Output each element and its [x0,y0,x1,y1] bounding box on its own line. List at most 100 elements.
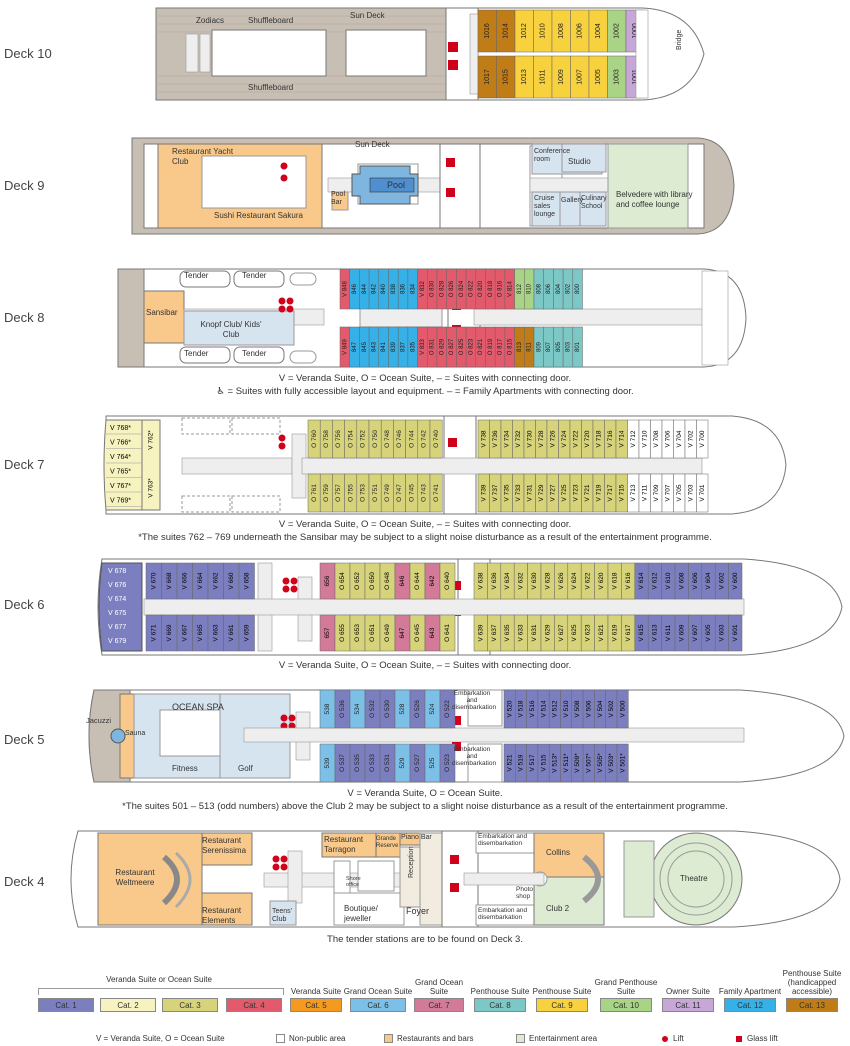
deck-8-caption-2: ♿ = Suites with fully accessible layout … [216,386,634,397]
cabin-number: 834 [410,283,416,294]
golf-label: Golf [238,764,253,773]
cabin-cell [238,614,255,652]
shore-office-label: Shore office [346,876,361,888]
cabin-number: V 731 [526,484,533,501]
club-2-label: Club 2 [546,904,570,913]
deck-8-caption-1: V = Veranda Suite, O = Ocean Suite, – = … [278,373,572,384]
cabin-number: V 617 [625,624,632,641]
legend-category-swatch: Cat. 10 [600,998,652,1012]
cabin-cell [439,562,456,600]
cabin-number: O 753 [360,484,367,502]
cabin-number: V 621 [598,624,605,641]
aft-cabin-number: V 674 [108,596,126,603]
cabin-number: 800 [575,283,581,294]
sansibar-label: Sansibar [146,308,178,317]
cabin-number: O 757 [335,484,342,502]
cabin-number: V 716 [607,430,614,447]
cabin-number: V 604 [705,572,712,589]
cabin-number: O 759 [323,484,330,502]
cabin-number: O 655 [339,624,346,642]
restaurant-weltmeere-label: Restaurant Weltmeere [115,868,155,887]
cabin-number: O 527 [414,754,421,772]
cabin-number: 1017 [484,69,491,85]
cabin-number: V 511* [563,753,570,773]
cabin-cell [439,743,456,783]
cabin-number: O 740 [433,430,440,448]
tender-2-label: Tender [242,271,267,280]
cabin-number: 524 [429,703,436,714]
cabin-number: V 625 [571,624,578,641]
cabin-number: V 711 [641,484,648,501]
cabin-number: V 518 [518,700,525,717]
legend-category-swatch: Cat. 9 [536,998,588,1012]
cabin-number: O 829 [439,338,445,355]
cabin-number: 806 [546,283,552,294]
cabin-number: V 519 [518,754,525,771]
cabin-number: O 523 [444,754,451,772]
cabin-number: V 503* [608,753,615,773]
restaurant-elements-label: Restaurant Elements [202,906,242,925]
cabin-number: V 721 [584,484,591,501]
culinary-school-label: Culinary School [581,195,607,210]
cabin-number: O 744 [408,430,415,448]
cabin-number: V 719 [595,484,602,501]
cabin-number: V 717 [607,484,614,501]
cabin-number: V 712 [630,430,637,447]
cabin-number: O 743 [421,484,428,502]
cabin-number: V 718 [595,430,602,447]
cabin-number: 1010 [540,23,547,39]
aft-cabin-number: V 677 [108,624,126,631]
restaurant-tarragon-label: Restaurant Tarragon [324,835,364,854]
cabin-number: 843 [372,341,378,352]
cabin-number: 1003 [614,69,621,85]
cabin-number: V 849 [342,339,348,355]
cabin-number: O 536 [339,700,346,718]
cabin-number: O 815 [507,338,513,355]
cabin-number: O 652 [354,572,361,590]
cabin-number: O 755 [347,484,354,502]
cabin-number: O 821 [478,338,484,355]
photo-shop-label: Photo shop [516,886,533,900]
cabin-number: V 704 [676,430,683,447]
cabin-number: 1008 [558,23,565,39]
cabin-cell [616,689,629,729]
cabin-number: O 820 [478,280,484,297]
cabin-number: 838 [391,283,397,294]
legend-entertainment: Entertainment area [516,1034,597,1044]
tender-3-label: Tender [184,349,209,358]
cabin-number: 643 [429,627,436,638]
cabin-number: V 662 [212,572,219,589]
cabin-number: V 728 [538,430,545,447]
cabin-number: O 522 [444,700,451,718]
legend-restaurants: Restaurants and bars [384,1034,474,1044]
cabin-number: O 761 [311,484,318,502]
legend-category-title: Grand Ocean Suite [414,978,464,996]
theatre-label: Theatre [680,874,708,883]
cabin-number: V 616 [625,572,632,589]
deck-5-caption-2: *The suites 501 – 513 (odd numbers) abov… [122,801,728,812]
bridge-label: Bridge [676,29,683,50]
cabin-number: O 531 [384,754,391,772]
cabin-number: V 514 [540,700,547,717]
gallery-label: Gallery [561,197,584,204]
cabin-number: 1016 [484,23,491,39]
cabin-number: 839 [391,341,397,352]
cabin-number: V 610 [665,572,672,589]
ocean-spa-label: OCEAN SPA [172,702,224,712]
cabin-number: V 664 [197,572,204,589]
legend-category-swatch: Cat. 6 [350,998,406,1012]
fitness-label: Fitness [172,764,198,773]
cabin-number: 1009 [558,69,565,85]
legend-lift: Lift [662,1034,684,1043]
cabin-number: O 645 [414,624,421,642]
cabin-number: V 504 [597,700,604,717]
cabin-number: O 819 [488,338,494,355]
cabin-number: V 502 [608,700,615,717]
cabin-number: V 521 [506,754,513,771]
cabin-number: 811 [527,342,533,352]
cabin-number: V 612 [652,572,659,589]
aft-cabin-number: V 675 [108,610,126,617]
deck-4-caption-1: The tender stations are to be found on D… [327,934,523,945]
